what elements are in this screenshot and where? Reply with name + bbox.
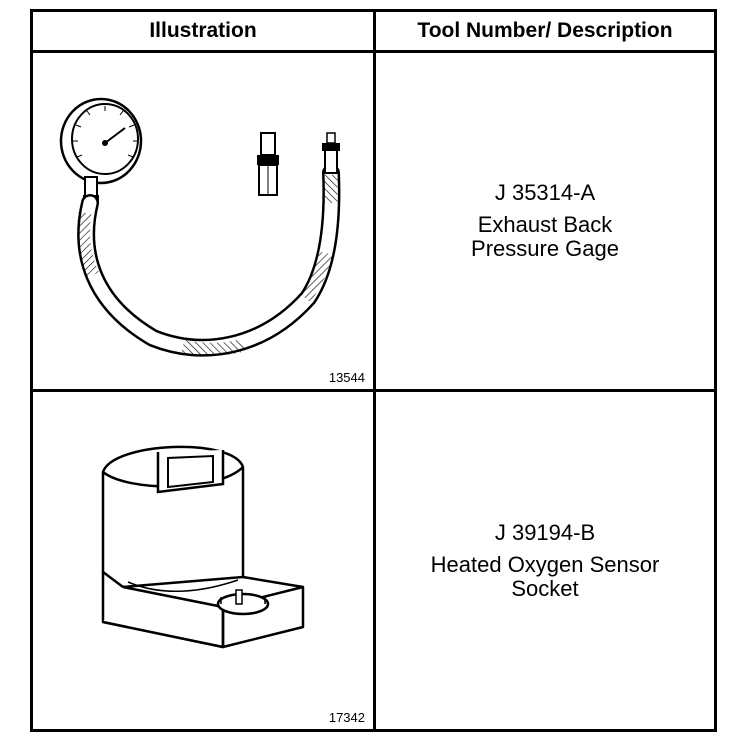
header-illustration: Illustration [149, 19, 257, 42]
figure-number: 17342 [328, 710, 365, 725]
column-divider [373, 12, 376, 729]
pressure-gage-icon [59, 97, 341, 357]
description-cell-2: J 39194-B Heated Oxygen Sensor Socket [376, 392, 714, 729]
figure-number: 13544 [328, 370, 365, 385]
header-tool-description: Tool Number/ Description [417, 19, 673, 42]
oxygen-sensor-socket-icon [101, 445, 305, 649]
description-cell-1: J 35314-A Exhaust Back Pressure Gage [376, 53, 714, 389]
header-divider [33, 50, 714, 53]
tool-table: Illustration Tool Number/ Description [30, 9, 717, 732]
row-divider [33, 389, 714, 392]
illustration-cell-1: 13544 [33, 53, 373, 389]
tool-description-line: Exhaust Back [477, 212, 613, 237]
tool-number: J 39194-B [494, 519, 596, 545]
tool-description-line: Pressure Gage [471, 236, 619, 261]
tool-description-line: Socket [511, 575, 579, 601]
tool-number: J 35314-A [494, 180, 596, 205]
illustration-cell-2: 17342 [33, 392, 373, 729]
tool-description-line: Heated Oxygen Sensor [430, 551, 660, 577]
